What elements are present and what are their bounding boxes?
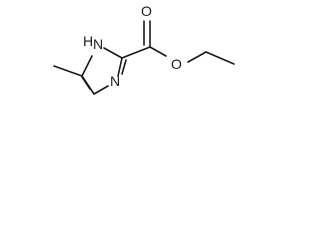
bond-c2-carbonyl-c (121, 46, 151, 59)
bond-c4-c5-inner (81, 76, 91, 90)
bond-c2-n3-double (117, 57, 123, 77)
atom-label-o-ester: O (171, 56, 182, 72)
bond-c5-methyl (53, 65, 83, 77)
bond-c2-n3-inner (121, 59, 127, 75)
bond-o-ester-ch2 (187, 51, 207, 63)
bond-c5-n1 (81, 55, 93, 77)
atom-label-h: H (83, 33, 93, 49)
bond-carbonyl-c-o-ester (149, 46, 167, 57)
atom-label-n-ring: N (110, 73, 120, 89)
atom-label-n-nh: N (93, 36, 103, 52)
chemical-structure-diagram: H N N O O (53, 3, 235, 95)
bond-ch2-ch3 (205, 51, 235, 65)
bond-n3-c4 (93, 85, 109, 95)
atom-label-o-carbonyl: O (141, 3, 152, 19)
bond-n1-c2 (103, 47, 123, 59)
